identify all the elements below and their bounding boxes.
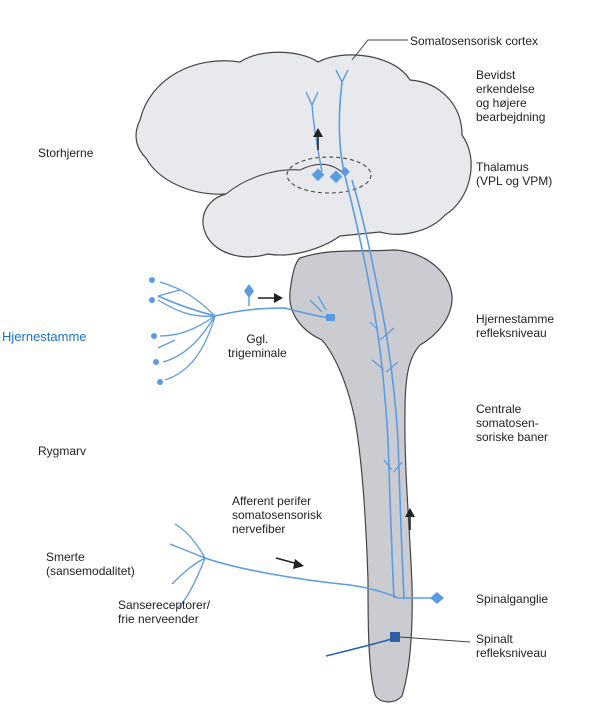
trigeminal-receptor-1 — [149, 277, 155, 283]
spinal-reflex-neuron — [390, 632, 400, 642]
leader-somatosensorisk-cortex — [351, 39, 408, 61]
thalamus-neuron-3 — [340, 166, 350, 177]
label-bevidst-erkendelse: Bevidst erkendelse og højere bearbejdnin… — [476, 68, 546, 124]
collateral-branches — [369, 321, 403, 473]
trigeminal-receptor-4 — [153, 359, 159, 365]
thalamus-region — [286, 156, 372, 194]
cerebrum-shape — [135, 51, 472, 258]
label-thalamus: Thalamus (VPL og VPM) — [476, 160, 553, 188]
label-storhjerne: Storhjerne — [38, 146, 94, 160]
brainstem-spinal-cord-shape — [289, 249, 453, 703]
receptor-endings — [169, 523, 206, 609]
trigeminal-nerve — [157, 295, 331, 319]
brainstem-reflex-branch — [309, 295, 327, 313]
thalamus-neuron-1 — [311, 168, 325, 182]
label-spinalganglie: Spinalganglie — [476, 592, 549, 606]
label-hjernestamme-refleksniveau: Hjernestamme refleksniveau — [476, 312, 555, 340]
cortex-dendrite-1 — [335, 69, 349, 83]
arrow-spinal-ascending — [405, 508, 415, 530]
label-afferent-fiber: Afferent perifer somatosensorisk nervefi… — [232, 494, 323, 536]
label-ggl-trigeminale: Ggl. trigeminale — [228, 332, 287, 360]
label-spinalt-refleksniveau: Spinalt refleksniveau — [476, 632, 547, 660]
trigeminal-receptor-2 — [149, 297, 155, 303]
leader-spinalt-reflex — [399, 636, 471, 643]
label-smerte: Smerte (sansemodalitet) — [46, 550, 135, 578]
label-rygmarv: Rygmarv — [38, 444, 87, 458]
thalamus-neuron-2 — [329, 170, 343, 184]
peripheral-afferent-fiber — [204, 557, 399, 599]
arrow-trigeminal — [258, 293, 283, 303]
spinal-reflex-arc — [325, 637, 396, 657]
label-centrale-baner: Centrale somatosen- soriske baner — [476, 402, 549, 444]
ascending-pathway-1 — [338, 81, 395, 599]
trigeminal-receptor-5 — [157, 379, 163, 385]
label-somatosensorisk-cortex: Somatosensorisk cortex — [410, 34, 539, 48]
arrow-afferent — [275, 557, 304, 569]
ascending-pathway-2 — [351, 179, 405, 599]
cerebrum-fold — [225, 163, 347, 195]
arrow-ascending-cortex — [313, 128, 323, 150]
label-hjernestamme: Hjernestamme — [2, 329, 87, 344]
label-sansereceptorer: Sansereceptorer/ frie nerveender — [118, 598, 211, 626]
trigeminal-ganglion-soma — [244, 284, 254, 298]
spinal-ganglion-soma — [430, 592, 444, 604]
trigeminal-receptor-3 — [151, 333, 157, 339]
cortex-neuron-2 — [305, 91, 323, 173]
brainstem-reflex-neuron — [326, 314, 335, 321]
trigeminal-branches — [157, 281, 216, 381]
